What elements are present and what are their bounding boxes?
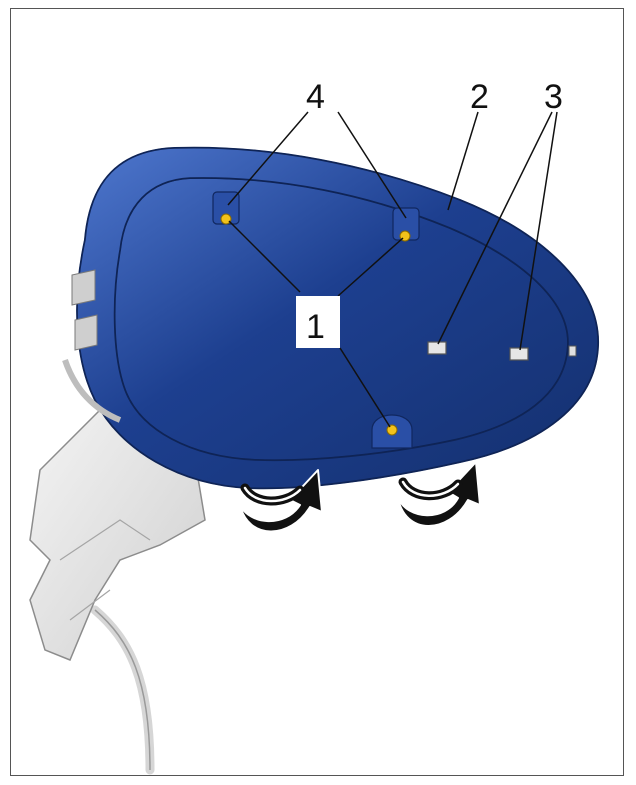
trim-ring (76, 146, 599, 489)
leader-4-right (337, 111, 407, 219)
rotation-arrow-right-icon (397, 461, 481, 527)
rotation-arrow-left-icon (239, 469, 323, 533)
retaining-tab-right (509, 347, 529, 361)
leader-1-top-left (228, 220, 301, 293)
leader-4-left (227, 111, 309, 206)
callout-1: 1 (306, 308, 325, 346)
leader-3-left (437, 111, 553, 345)
clip-point-bottom (386, 424, 398, 436)
leader-1-bottom (339, 347, 391, 428)
leader-lines (227, 111, 558, 428)
leader-1-top-right (337, 237, 404, 297)
callout-4: 4 (306, 78, 325, 116)
leader-2 (447, 111, 479, 211)
housing-vent-2 (74, 314, 98, 351)
leader-3-right (519, 111, 558, 351)
callout-2: 2 (470, 78, 489, 116)
housing-vent-1 (71, 269, 96, 306)
retaining-tab-left (427, 341, 447, 355)
ring-slot (568, 345, 577, 357)
callout-1-background (296, 296, 340, 348)
callout-3: 3 (544, 78, 563, 116)
